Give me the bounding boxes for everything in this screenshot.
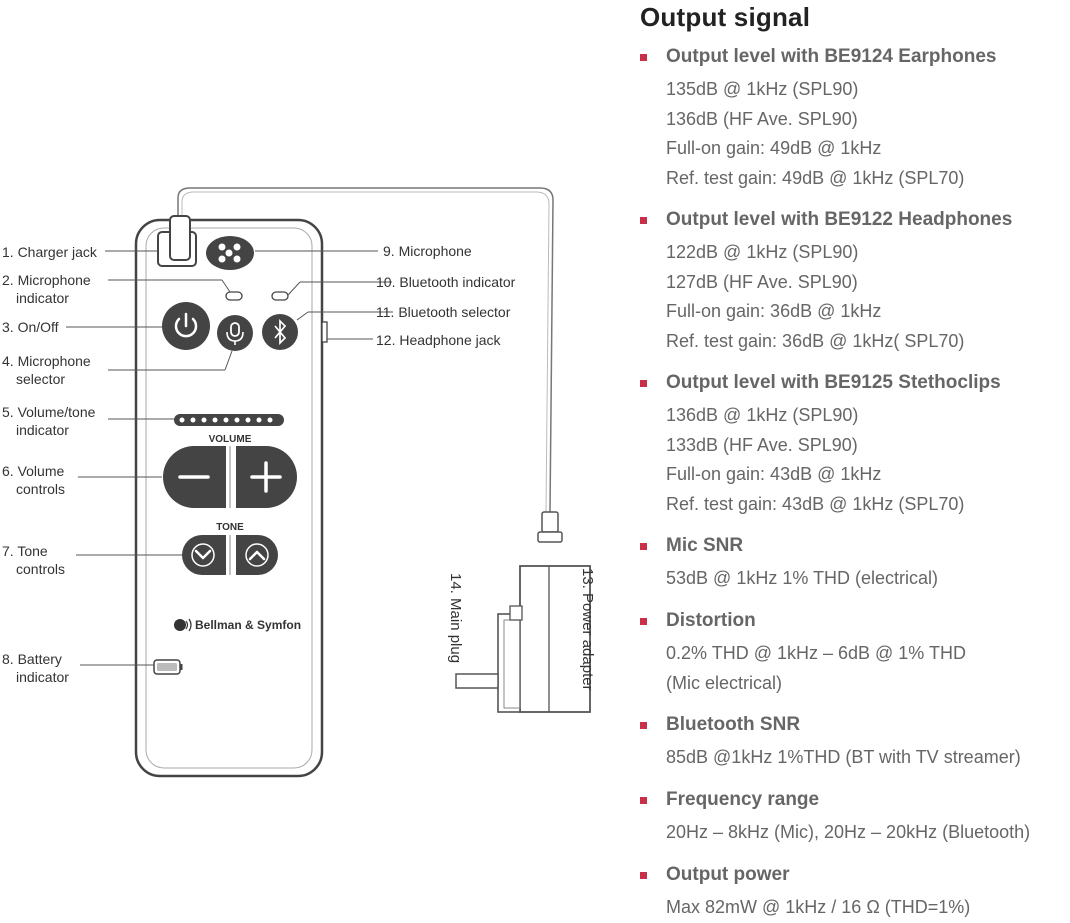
spec-line: 136dB (HF Ave. SPL90) (666, 108, 858, 129)
bullet-square-icon (640, 618, 647, 625)
label-battery-indicator-line1: 8. Battery (2, 651, 62, 667)
bluetooth-selector-button[interactable] (262, 314, 298, 350)
bluetooth-icon (274, 318, 287, 346)
spec-panel: Output signal Output level with BE9124 E… (640, 0, 1070, 920)
spec-section-lines: 136dB @ 1kHz (SPL90) 133dB (HF Ave. SPL90… (666, 401, 964, 519)
label-on-off: 3. On/Off (2, 319, 59, 335)
battery-icon (153, 659, 183, 675)
spec-line: (Mic electrical) (666, 672, 783, 693)
spec-line: 135dB @ 1kHz (SPL90) (666, 79, 859, 99)
bullet-square-icon (640, 797, 647, 804)
brand-logo-icon (174, 618, 192, 632)
spec-line: Full-on gain: 49dB @ 1kHz (666, 138, 882, 158)
charger-cable (177, 187, 554, 513)
spec-line: 127dB (HF Ave. SPL90) (666, 271, 858, 292)
label-tone-controls-line2: controls (16, 561, 66, 577)
power-adapter (455, 511, 591, 713)
spec-section-lines: 135dB @ 1kHz (SPL90) 136dB (HF Ave. SPL90… (666, 75, 964, 193)
bullet-square-icon (640, 722, 647, 729)
microphone-icon (226, 322, 244, 345)
leader-lines (66, 250, 393, 666)
label-microphone-indicator-line1: 2. Microphone (2, 272, 91, 288)
spec-section-heading: Bluetooth SNR (666, 714, 801, 735)
spec-section-heading: Output power (666, 864, 790, 885)
chevron-up-icon (248, 550, 266, 561)
bullet-square-icon (640, 543, 647, 550)
spec-line: 0.2% THD @ 1kHz – 6dB @ 1% THD (666, 643, 966, 663)
headphone-jack (321, 321, 328, 343)
spec-line: Full-on gain: 43dB @ 1kHz (666, 464, 882, 484)
charger-plug (169, 215, 191, 261)
label-charger-jack: 1. Charger jack (2, 244, 97, 260)
label-main-plug: 14. Main plug (447, 573, 464, 664)
plus-icon (250, 461, 282, 493)
spec-section-lines: Max 82mW @ 1kHz / 16 Ω (THD=1%) (666, 893, 970, 923)
spec-section-lines: 122dB @ 1kHz (SPL90) 127dB (HF Ave. SPL90… (666, 238, 964, 356)
spec-line: 53dB @ 1kHz 1% THD (electrical) (666, 568, 939, 588)
spec-section-heading: Frequency range (666, 789, 820, 810)
on-off-button[interactable] (162, 302, 210, 350)
volume-label: VOLUME (209, 434, 252, 445)
spec-line: 122dB @ 1kHz (SPL90) (666, 242, 859, 262)
label-volume-tone-indicator-line1: 5. Volume/tone (2, 404, 96, 420)
bullet-square-icon (640, 54, 647, 61)
volume-tone-indicator (174, 414, 284, 426)
tone-label: TONE (216, 522, 244, 533)
device-illustration: VOLUME TONE (66, 187, 591, 778)
label-volume-controls-line1: 6. Volume (2, 463, 65, 479)
spec-line: Max 82mW @ 1kHz / 16 Ω (THD=1%) (666, 897, 971, 917)
power-icon (174, 312, 198, 338)
volume-up-button[interactable] (236, 446, 297, 508)
spec-section-lines: 53dB @ 1kHz 1% THD (electrical) (666, 564, 938, 594)
bullet-square-icon (640, 872, 647, 879)
spec-section-heading: Output level with BE9124 Earphones (666, 46, 997, 67)
spec-line: 133dB (HF Ave. SPL90) (666, 434, 858, 455)
spec-line: Ref. test gain: 43dB @ 1kHz (SPL70) (666, 493, 965, 514)
spec-section-heading: Output level with BE9122 Headphones (666, 209, 1013, 230)
main-plug-prong (455, 673, 499, 689)
device-diagram: VOLUME TONE (2, 187, 596, 778)
label-microphone-selector-line1: 4. Microphone (2, 353, 91, 369)
spec-section-heading: Output level with BE9125 Stethoclips (666, 372, 1001, 393)
microphone-selector-button[interactable] (217, 315, 253, 351)
spec-line: Ref. test gain: 49dB @ 1kHz (SPL70) (666, 167, 965, 188)
label-microphone-indicator-line2: indicator (16, 290, 69, 306)
brand-name: Bellman & Symfon (195, 618, 301, 632)
label-microphone: 9. Microphone (383, 243, 472, 259)
spec-line: 20Hz – 8kHz (Mic), 20Hz – 20kHz (Bluetoo… (666, 822, 1031, 842)
microphone-indicator-led (225, 291, 243, 301)
spec-line: Ref. test gain: 36dB @ 1kHz( SPL70) (666, 330, 965, 351)
label-headphone-jack: 12. Headphone jack (376, 332, 501, 348)
volume-down-button[interactable] (163, 446, 226, 508)
device-body-inner-edge (145, 227, 313, 769)
spec-section-lines: 20Hz – 8kHz (Mic), 20Hz – 20kHz (Bluetoo… (666, 818, 1030, 848)
label-battery-indicator-line2: indicator (16, 669, 69, 685)
spec-title: Output signal (640, 2, 811, 32)
spec-line: 85dB @1kHz 1%THD (BT with TV streamer) (666, 747, 1021, 767)
label-volume-tone-indicator-line2: indicator (16, 422, 69, 438)
charger-cable-inner (181, 191, 550, 513)
device-body (134, 218, 324, 778)
tone-up-button[interactable] (236, 535, 278, 575)
label-power-adapter: 13. Power adapter (579, 568, 596, 691)
microphone-grille (206, 236, 254, 270)
bullet-square-icon (640, 380, 647, 387)
spec-section-heading: Mic SNR (666, 535, 744, 556)
label-volume-controls-line2: controls (16, 481, 66, 497)
chevron-down-icon (194, 549, 212, 560)
tone-down-button[interactable] (182, 535, 226, 575)
spec-section-heading: Distortion (666, 610, 756, 631)
bluetooth-indicator-led (271, 291, 289, 301)
spec-section-lines: 0.2% THD @ 1kHz – 6dB @ 1% THD (Mic elect… (666, 639, 966, 698)
label-microphone-selector-line2: selector (16, 371, 66, 387)
label-tone-controls-line1: 7. Tone (2, 543, 48, 559)
spec-line: Full-on gain: 36dB @ 1kHz (666, 301, 882, 321)
bullet-square-icon (640, 217, 647, 224)
label-bluetooth-selector: 11. Bluetooth selector (376, 304, 511, 320)
spec-section-lines: 85dB @1kHz 1%THD (BT with TV streamer) (666, 743, 1021, 773)
label-bluetooth-indicator: 10. Bluetooth indicator (376, 274, 516, 290)
spec-line: 136dB @ 1kHz (SPL90) (666, 405, 859, 425)
